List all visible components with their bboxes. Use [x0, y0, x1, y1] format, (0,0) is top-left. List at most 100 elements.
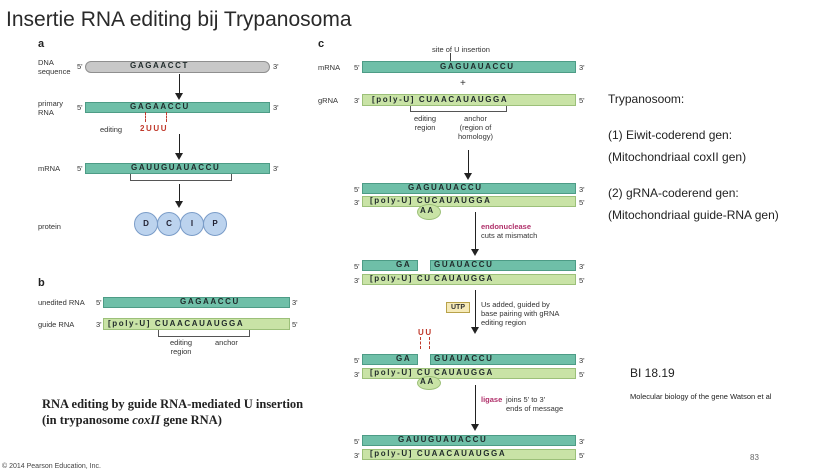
primary-5prime: 5' [77, 103, 83, 112]
c-grna-3prime: 3' [354, 96, 360, 105]
panel-a-label: a [38, 38, 45, 50]
slide-title: Insertie RNA editing bij Trypanosoma [6, 8, 352, 31]
unedited-3prime: 3' [292, 298, 298, 307]
grna-label: gRNA [318, 96, 339, 105]
final-bottom-bar [362, 449, 576, 460]
c-grna-sequence: [poly-U] CUAACAUAUGGA [372, 95, 509, 104]
amino-acid-c: C [157, 212, 181, 236]
dna-5prime: 5' [77, 62, 83, 71]
dna-label: DNA sequence [38, 58, 71, 76]
arrow-head [175, 93, 183, 100]
step2-5prime: 5' [354, 262, 360, 271]
step3-bottom-bar [362, 368, 576, 379]
mrna-3prime: 3' [273, 164, 279, 173]
aa-loop [417, 204, 441, 220]
uu-marks [420, 337, 430, 349]
dna-3prime: 3' [273, 62, 279, 71]
editing-region-label: editing region [170, 338, 193, 356]
step1-b-5prime: 5' [579, 198, 585, 207]
arrow-line [475, 290, 476, 328]
dna-bar [85, 61, 270, 73]
right-item2-a: (2) gRNA-coderend gen: [608, 186, 739, 200]
us-added-label: Us added, guided by base pairing with gR… [481, 300, 560, 327]
gene-name-italic: coxII [132, 413, 161, 427]
final-b-5prime: 5' [579, 451, 585, 460]
c-grna-5prime: 5' [579, 96, 585, 105]
mrna-5prime: 5' [77, 164, 83, 173]
page-number: 83 [750, 453, 759, 462]
unedited-5prime: 5' [96, 298, 102, 307]
aa-label-2: AA [420, 377, 435, 386]
guide-5prime: 5' [292, 320, 298, 329]
step3-top-left-bar [362, 354, 418, 365]
dna-sequence: GAGAACCT [130, 61, 190, 70]
arrow-head [471, 249, 479, 256]
c-mrna-5prime: 5' [354, 63, 360, 72]
step2-3prime: 3' [579, 262, 585, 271]
step3-3prime: 3' [579, 356, 585, 365]
ligase-label: ligase [481, 395, 503, 404]
mrna-label-c: mRNA [318, 63, 341, 72]
endonuclease-desc: cuts at mismatch [481, 231, 538, 240]
final-b-3prime: 3' [354, 451, 360, 460]
endonuclease-label: endonuclease [481, 222, 532, 231]
inserted-uracils: 2UUU [140, 124, 169, 133]
ligase-desc: joins 5' to 3' ends of message [506, 395, 564, 413]
step1-bottom-bar [362, 196, 576, 207]
step1-3prime: 3' [579, 185, 585, 194]
c-mrna-3prime: 3' [579, 63, 585, 72]
guide-rna-sequence: [poly-U] CUAACAUAUGGA [108, 319, 245, 328]
step1-top-bar [362, 183, 576, 194]
arrow-line [475, 212, 476, 250]
unedited-rna-sequence: GAGAACCU [180, 297, 240, 306]
arrow-head [471, 424, 479, 431]
primary-rna-sequence: GAGAACCU [130, 102, 190, 111]
panel-c-label: c [318, 38, 325, 50]
aa-loop-2 [417, 376, 441, 390]
protein-label: protein [38, 222, 61, 231]
anchor-label: anchor [215, 338, 238, 347]
site-pointer [450, 53, 451, 61]
c-mrna-sequence: GAGUAUACCU [440, 62, 515, 71]
c-anchor-label: anchor (region of homology) [458, 114, 494, 141]
copyright: © 2014 Pearson Education, Inc. [2, 463, 101, 470]
arrow-line [468, 150, 469, 174]
final-5prime: 5' [354, 437, 360, 446]
right-item1-a: (1) Eiwit-coderend gen: [608, 128, 733, 142]
step2-bottom-bar [362, 274, 576, 285]
guide-rna-label: guide RNA [38, 320, 75, 329]
unedited-rna-bar [103, 297, 290, 308]
right-item2-b: (Mitochondriaal guide-RNA gen) [608, 208, 779, 222]
utp-badge: UTP [446, 302, 470, 313]
arrow-head [471, 327, 479, 334]
insertion-marks [145, 112, 167, 122]
mrna-bar [85, 163, 270, 174]
codon-bracket [130, 174, 232, 181]
step1-b-3prime: 3' [354, 198, 360, 207]
step3-bottom-left-seq: [poly-U] CU [370, 368, 432, 377]
figure-caption: RNA editing by guide RNA-mediated U inse… [42, 397, 304, 427]
right-heading: Trypanosoom: [608, 92, 685, 106]
step3-top-left-seq: GA [396, 354, 412, 363]
c-mrna-bar [362, 61, 576, 73]
unedited-rna-label: unedited RNA [38, 298, 85, 307]
region-bracket [158, 330, 250, 337]
amino-acid-i: I [180, 212, 204, 236]
c-region-bracket [410, 106, 507, 112]
final-top-bar [362, 435, 576, 446]
reference: BI 18.19 [630, 366, 675, 380]
arrow-head [175, 153, 183, 160]
source-text: Molecular biology of the gene Watson et … [630, 392, 772, 401]
right-item1-b: (Mitochondriaal coxII gen) [608, 150, 747, 164]
step1-bottom-sequence: [poly-U] CUCAUAUGGA [370, 196, 492, 205]
guide-3prime: 3' [96, 320, 102, 329]
step3-top-right-seq: GUAUACCU [434, 354, 494, 363]
final-bottom-sequence: [poly-U] CUAACAUAUGGA [370, 449, 507, 458]
primary-3prime: 3' [273, 103, 279, 112]
arrow-line [179, 74, 180, 94]
guide-rna-bar [103, 318, 290, 330]
step2-top-right-bar [430, 260, 576, 271]
step3-bottom-right-seq: CAUAUGGA [434, 368, 494, 377]
step1-top-sequence: GAGUAUACCU [408, 183, 483, 192]
inserted-uu: UU [418, 328, 433, 337]
